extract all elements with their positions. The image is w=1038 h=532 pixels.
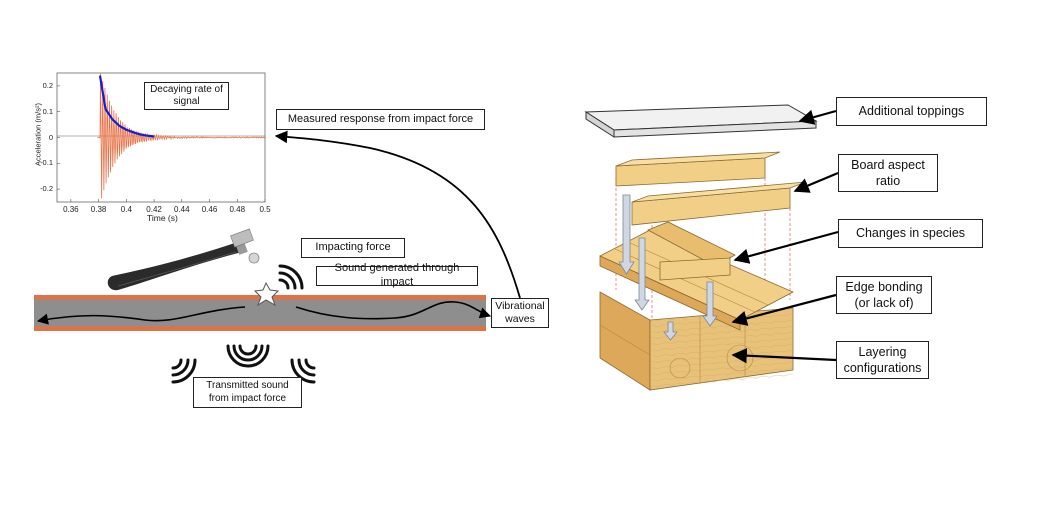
transmitted-sound-center-icon xyxy=(228,346,268,366)
x-tick-label: 0.46 xyxy=(202,205,218,214)
x-tick-label: 0.38 xyxy=(91,205,107,214)
clt-panel xyxy=(600,152,806,390)
board-aspect-ratio-label: Board aspect ratio xyxy=(838,154,938,192)
x-tick-label: 0.5 xyxy=(257,205,273,214)
y-tick-label: 0 xyxy=(33,133,53,142)
additional-toppings-label: Additional toppings xyxy=(836,97,987,126)
y-tick-label: -0.1 xyxy=(33,158,53,167)
x-tick-label: 0.44 xyxy=(174,205,190,214)
chart-xlabel: Time (s) xyxy=(147,213,178,223)
hammer-icon xyxy=(108,229,259,290)
x-tick-label: 0.4 xyxy=(118,205,134,214)
changes-in-species-label: Changes in species xyxy=(838,219,983,248)
beam-bottom-layer xyxy=(34,326,486,331)
layering-configurations-label: Layering configurations xyxy=(836,341,929,379)
transmitted-sound-label: Transmitted sound from impact force xyxy=(193,377,302,408)
edge-bonding-label: Edge bonding (or lack of) xyxy=(836,276,932,314)
x-tick-label: 0.36 xyxy=(63,205,79,214)
impacting-force-label: Impacting force xyxy=(301,238,405,258)
transmitted-sound-left-icon xyxy=(173,360,195,382)
decaying-rate-label: Decaying rate of signal xyxy=(144,82,229,110)
x-tick-label: 0.48 xyxy=(229,205,245,214)
vibrational-waves-label: Vibrational waves xyxy=(491,298,549,328)
sound-generated-label: Sound generated through impact xyxy=(316,266,478,286)
y-tick-label: -0.2 xyxy=(33,184,53,193)
sound-waves-icon xyxy=(280,266,302,288)
measured-response-label: Measured response from impact force xyxy=(276,109,485,130)
topping-slab xyxy=(586,105,816,137)
arrow-aspect xyxy=(795,173,838,191)
y-tick-label: 0.1 xyxy=(33,107,53,116)
y-tick-label: 0.2 xyxy=(33,81,53,90)
arrow-species xyxy=(735,232,838,260)
x-tick-label: 0.42 xyxy=(146,205,162,214)
